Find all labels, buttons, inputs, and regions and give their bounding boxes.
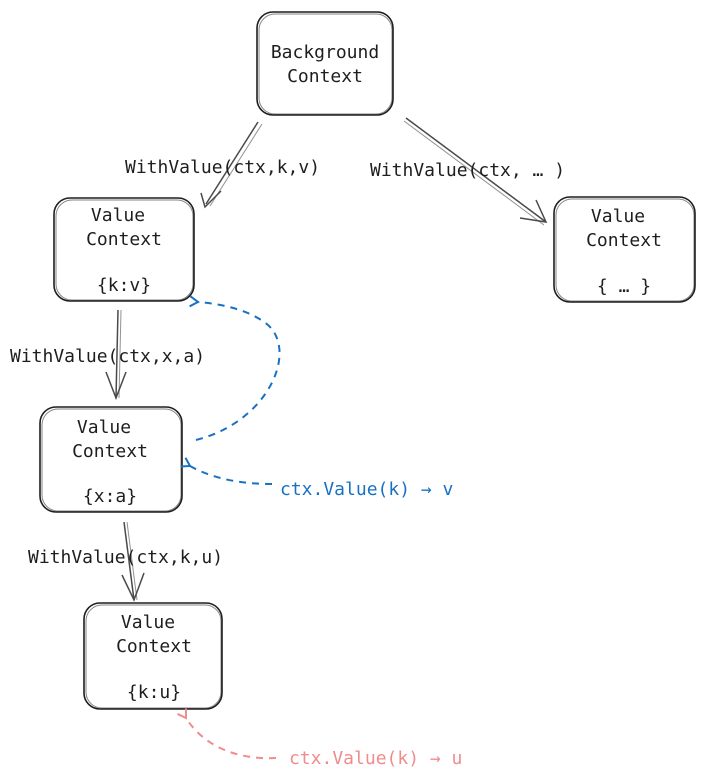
edge-background-to-kv: WithValue(ctx,k,v): [125, 121, 320, 209]
value-context-xa-node: Value Context {x:a}: [39, 406, 183, 513]
xa-node-line1: Value: [77, 417, 131, 438]
lookup-blue-arrow-to-kv: [189, 295, 281, 441]
edge-kv-to-xa: WithValue(ctx,x,a): [10, 309, 205, 401]
background-node-line2: Context: [287, 66, 363, 87]
kv-node-line1: Value: [91, 205, 145, 226]
etc-node-line3: { … }: [597, 276, 651, 297]
background-context-node: Background Context: [256, 11, 394, 116]
ku-node-line3: {k:u}: [127, 682, 181, 703]
xa-node-line2: Context: [72, 441, 148, 462]
edge-background-to-etc: WithValue(ctx, … ): [370, 117, 565, 226]
lookup-blue-arrow-to-xa: [180, 457, 273, 485]
lookup-red-label: ctx.Value(k) → u: [289, 748, 462, 769]
kv-node-line3: {k:v}: [97, 275, 151, 296]
ku-node-line2: Context: [116, 636, 192, 657]
etc-node-line2: Context: [586, 230, 662, 251]
edge-label-with-kv: WithValue(ctx,k,v): [125, 157, 320, 178]
edge-xa-to-ku: WithValue(ctx,k,u): [28, 521, 223, 602]
lookup-blue: ctx.Value(k) → v: [180, 295, 453, 500]
value-context-ku-node: Value Context {k:u}: [83, 602, 223, 710]
background-node-line1: Background: [271, 42, 379, 63]
lookup-red: ctx.Value(k) → u: [177, 708, 462, 769]
lookup-red-arrow: [177, 708, 277, 760]
xa-node-line3: {x:a}: [83, 486, 137, 507]
ku-node-line1: Value: [121, 612, 175, 633]
value-context-etc-node: Value Context { … }: [553, 196, 696, 303]
kv-node-line2: Context: [86, 229, 162, 250]
value-context-kv-node: Value Context {k:v}: [53, 197, 195, 302]
edge-label-with-xa: WithValue(ctx,x,a): [10, 346, 205, 367]
edge-label-with-ku: WithValue(ctx,k,u): [28, 547, 223, 568]
lookup-blue-label: ctx.Value(k) → v: [280, 479, 453, 500]
edge-label-with-etc: WithValue(ctx, … ): [370, 160, 565, 181]
etc-node-line1: Value: [591, 206, 645, 227]
